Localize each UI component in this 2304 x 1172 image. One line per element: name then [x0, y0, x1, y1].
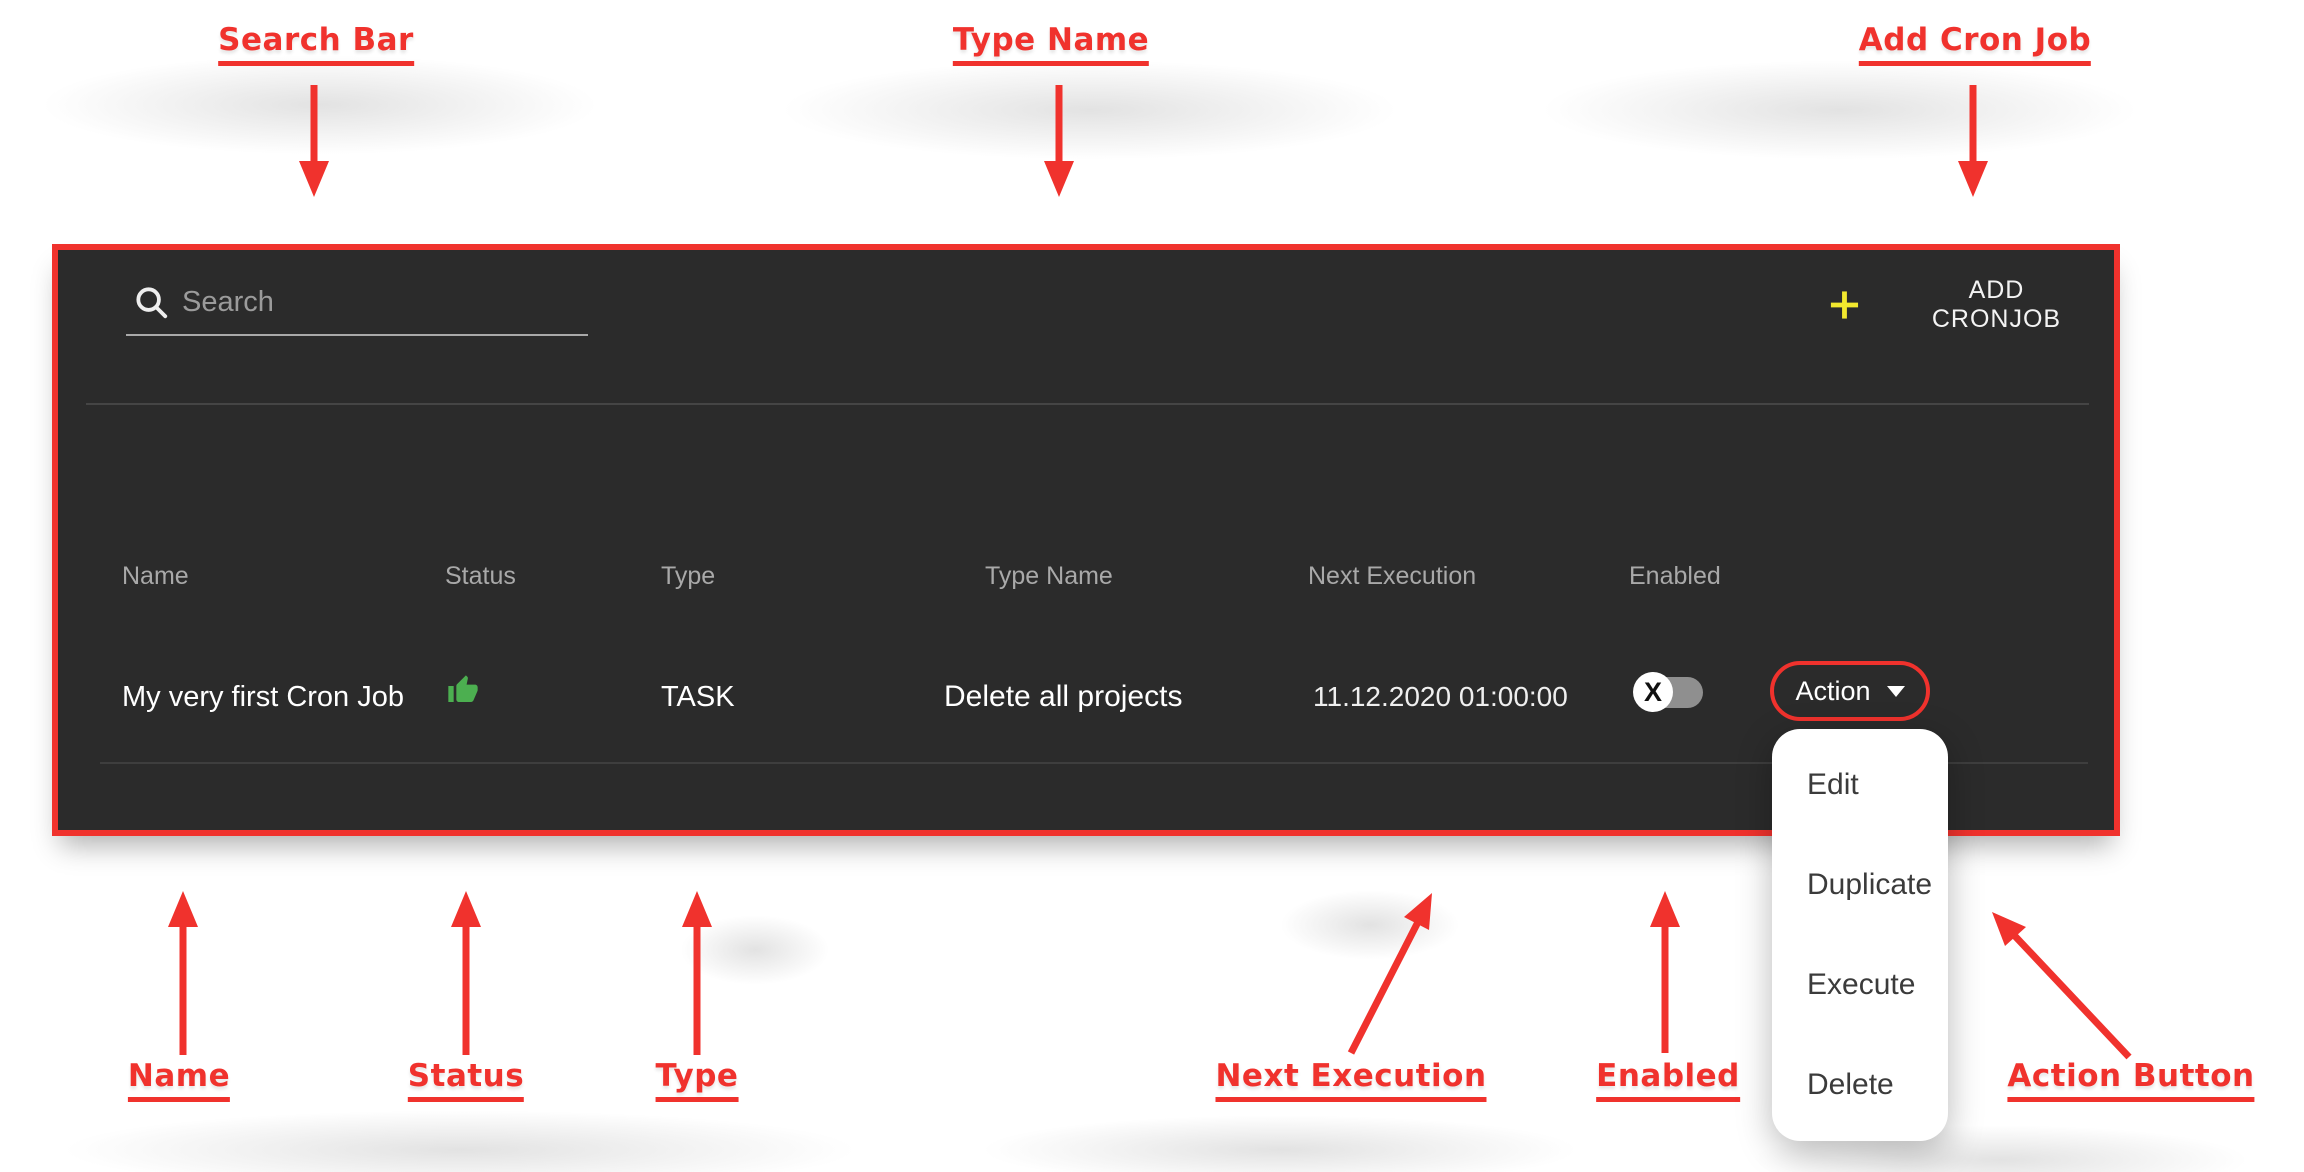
annotation-type-name: Type Name	[952, 22, 1150, 66]
status-arrow-icon	[451, 891, 481, 1055]
add-cronjob-button[interactable]: ADD CRONJOB	[1810, 276, 2090, 334]
search-input[interactable]	[126, 270, 588, 336]
column-header-enabled: Enabled	[1629, 562, 1721, 590]
enabled-arrow-icon	[1650, 891, 1680, 1053]
background-blob	[780, 60, 1400, 160]
background-blob	[1280, 890, 1460, 960]
action-button-label: Action	[1795, 675, 1871, 706]
action-button-arrow-icon	[1992, 912, 2132, 1060]
action-dropdown-menu: Edit Duplicate Execute Delete	[1772, 729, 1948, 1141]
name-arrow-icon	[168, 891, 198, 1055]
column-header-type: Type	[661, 562, 716, 590]
row-divider	[100, 762, 2088, 764]
background-blob	[980, 1115, 1580, 1172]
annotation-status: Status	[407, 1058, 525, 1102]
background-blob	[40, 55, 600, 155]
menu-item-edit[interactable]: Edit	[1807, 768, 1859, 801]
column-header-status: Status	[445, 562, 516, 590]
cell-name: My very first Cron Job	[122, 681, 404, 713]
menu-item-duplicate[interactable]: Duplicate	[1807, 868, 1933, 901]
menu-item-delete[interactable]: Delete	[1807, 1068, 1894, 1101]
column-header-type-name: Type Name	[985, 562, 1113, 590]
background-blob	[60, 1110, 860, 1172]
menu-item-execute[interactable]: Execute	[1807, 968, 1916, 1001]
header-divider	[86, 403, 2089, 405]
cronjob-panel: ADD CRONJOB Name Status Type Type Name N…	[52, 244, 2120, 836]
column-header-next-execution: Next Execution	[1308, 562, 1477, 590]
annotation-add-cron-job: Add Cron Job	[1858, 22, 2092, 66]
annotation-search-bar: Search Bar	[218, 22, 414, 66]
annotation-enabled: Enabled	[1596, 1058, 1740, 1102]
add-cronjob-label: ADD CRONJOB	[1931, 276, 2062, 333]
annotation-action-button: Action Button	[2007, 1058, 2255, 1102]
thumb-up-icon	[448, 675, 478, 702]
cell-type: TASK	[661, 681, 735, 713]
magnifier-icon	[136, 287, 168, 319]
action-button[interactable]: Action	[1770, 661, 1930, 721]
chevron-down-icon	[1886, 685, 1905, 697]
toggle-thumb: X	[1633, 672, 1673, 712]
background-blob	[1540, 60, 2140, 160]
cell-next-execution: 11.12.2020 01:00:00	[1313, 681, 1568, 712]
annotation-type: Type	[655, 1058, 739, 1102]
annotation-next-execution: Next Execution	[1215, 1058, 1487, 1102]
cell-type-name: Delete all projects	[944, 680, 1183, 713]
background-blob	[680, 915, 830, 985]
search-bar	[126, 270, 588, 336]
plus-icon	[1830, 291, 1859, 319]
annotation-name: Name	[127, 1058, 231, 1102]
column-header-name: Name	[122, 562, 189, 590]
enabled-toggle[interactable]: X	[1633, 672, 1705, 712]
